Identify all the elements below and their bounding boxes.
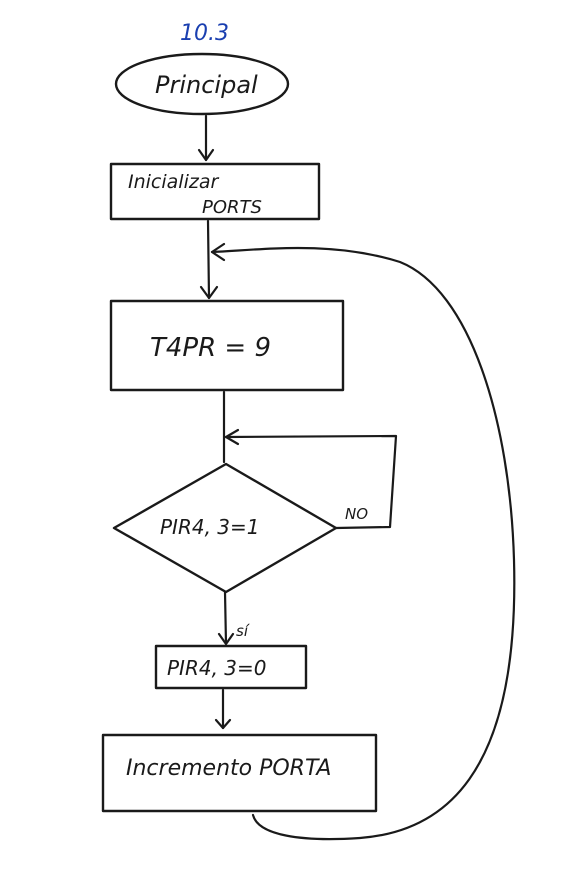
arrow-decision-to-clear	[217, 590, 235, 646]
init-box	[109, 162, 321, 221]
start-label: Principal	[155, 71, 258, 99]
t4pr-label: T4PR = 9	[150, 333, 271, 363]
yes-edge-label: sí	[236, 622, 250, 640]
init-label-line1: Inicializar	[128, 171, 219, 193]
start-node: Principal	[114, 52, 290, 116]
increment-label: Incremento PORTA	[126, 756, 331, 781]
no-loop-arrow	[224, 428, 398, 530]
start-ellipse	[114, 52, 290, 116]
t4pr-box	[109, 299, 345, 392]
t4pr-node: T4PR = 9	[109, 299, 345, 392]
loop-back-arrow	[210, 242, 516, 841]
init-label-line2: PORTS	[202, 197, 262, 218]
increment-box	[101, 733, 378, 813]
diagram-title: 10.3	[180, 21, 229, 46]
arrow-init-to-t4pr	[199, 219, 219, 300]
decision-node: PIR4, 3=1	[112, 462, 338, 594]
clear-node: PIR4, 3=0	[154, 644, 308, 690]
arrow-clear-to-increment	[214, 688, 232, 730]
clear-box	[154, 644, 308, 690]
clear-label: PIR4, 3=0	[167, 656, 267, 680]
decision-label: PIR4, 3=1	[160, 515, 260, 539]
arrow-start-to-init	[197, 114, 215, 162]
no-edge-label: NO	[345, 505, 368, 523]
increment-node: Incremento PORTA	[101, 733, 378, 813]
init-node: Inicializar PORTS	[109, 162, 321, 221]
